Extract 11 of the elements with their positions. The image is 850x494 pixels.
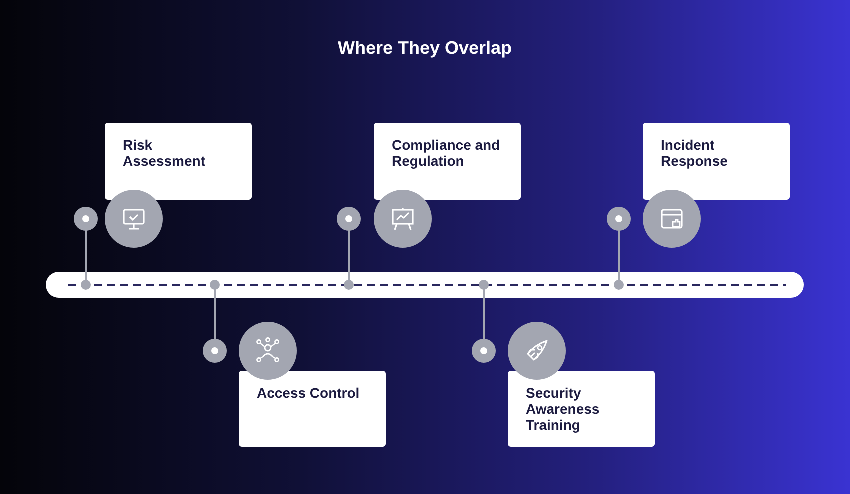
- card-title: Security Awareness Training: [526, 385, 601, 433]
- info-card: [239, 371, 386, 447]
- card-title: Risk Assessment: [123, 137, 206, 169]
- card-title: Incident Response: [661, 137, 729, 169]
- info-card: [374, 123, 521, 200]
- diagram-title: Where They Overlap: [338, 38, 512, 59]
- info-card: [105, 123, 252, 200]
- card-title: Access Control: [257, 385, 360, 401]
- info-card: [643, 123, 790, 200]
- card-title: Compliance and Regulation: [392, 137, 502, 169]
- info-card: [508, 371, 655, 447]
